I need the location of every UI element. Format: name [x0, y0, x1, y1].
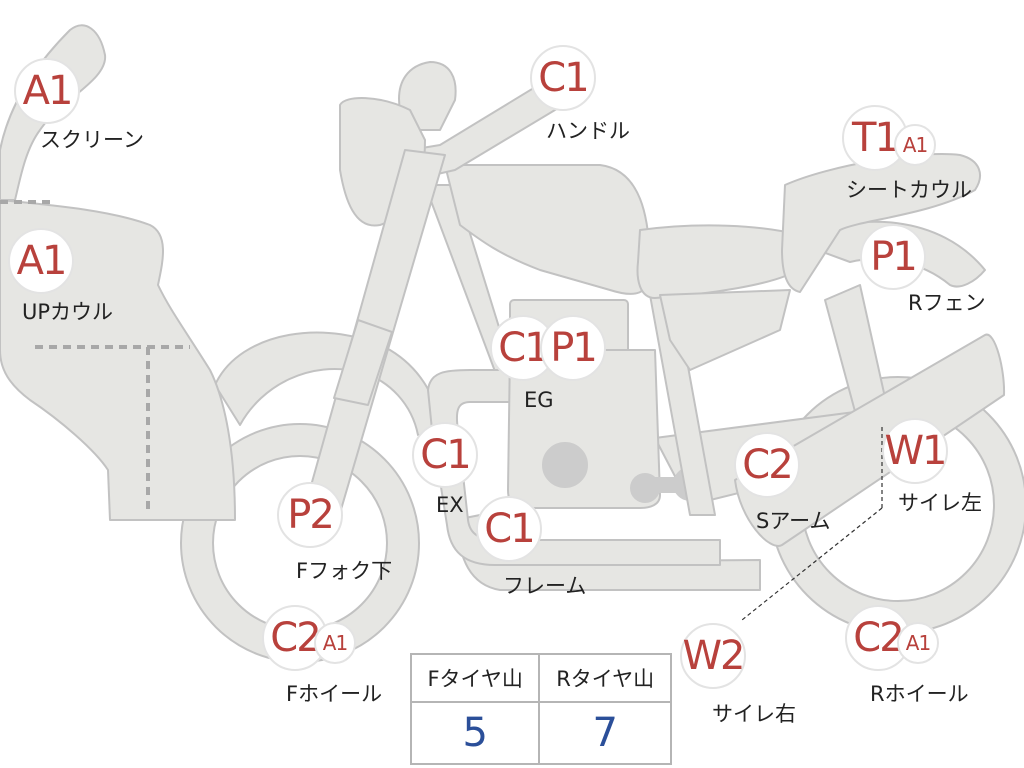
rwheel-sub-code-badge: A1 [897, 622, 939, 664]
seat [636, 224, 801, 299]
seat-bottom [659, 289, 791, 371]
front-tire-header: Fタイヤ山 [409, 653, 541, 703]
fwheel-label: Fホイール [286, 682, 383, 706]
muffler-right-label: サイレ右 [712, 702, 796, 726]
tire-tread-table: Fタイヤ山 Rタイヤ山 5 7 [409, 653, 672, 765]
exhaust-pipe [427, 369, 721, 566]
eg-label: EG [524, 388, 554, 412]
tire-table-header-row: Fタイヤ山 Rタイヤ山 [409, 653, 672, 703]
rfender-code-badge: P1 [860, 224, 926, 290]
fork-boot [333, 319, 393, 406]
muffler-left-label: サイレ左 [898, 491, 982, 515]
muffler-leader-line-2 [741, 507, 883, 621]
front-fender [214, 331, 441, 436]
ex-code-badge: C1 [412, 422, 478, 488]
fork-label: Fフォク下 [296, 559, 393, 583]
ex-label: EX [436, 493, 464, 517]
frame-code-badge: C1 [476, 496, 542, 562]
fwheel-code-badge: C2 [262, 605, 328, 671]
muffler-right-code-badge: W2 [680, 623, 746, 689]
upcowl-code-badge: A1 [8, 228, 74, 294]
upcowl-label: UPカウル [22, 300, 114, 324]
engine-dot [542, 442, 588, 488]
muffler-left-code-badge: W1 [882, 418, 948, 484]
eg-p-code-badge: P1 [540, 315, 606, 381]
frame-label: フレーム [503, 574, 587, 598]
tire-table-value-row: 5 7 [409, 701, 672, 765]
rwheel-label: Rホイール [870, 682, 969, 706]
rear-tire-value: 7 [538, 701, 672, 765]
seatcowl-sub-code-badge: A1 [894, 124, 936, 166]
handle-grip [398, 61, 457, 131]
swingarm-code-badge: C2 [734, 432, 800, 498]
fwheel-sub-code-badge: A1 [314, 622, 356, 664]
screen-code-badge: A1 [14, 58, 80, 124]
cowl-seams [0, 200, 190, 515]
handle-label: ハンドル [546, 119, 630, 143]
handle-code-badge: C1 [530, 45, 596, 111]
rfender-label: Rフェン [908, 291, 986, 315]
screen-label: スクリーン [40, 128, 144, 152]
rear-tire-header: Rタイヤ山 [538, 653, 672, 703]
swingarm-label: Sアーム [756, 509, 831, 533]
front-tire-value: 5 [409, 701, 541, 765]
engine-rod-cap-left [630, 473, 660, 503]
fork-code-badge: P2 [277, 482, 343, 548]
seatcowl-label: シートカウル [846, 178, 972, 202]
